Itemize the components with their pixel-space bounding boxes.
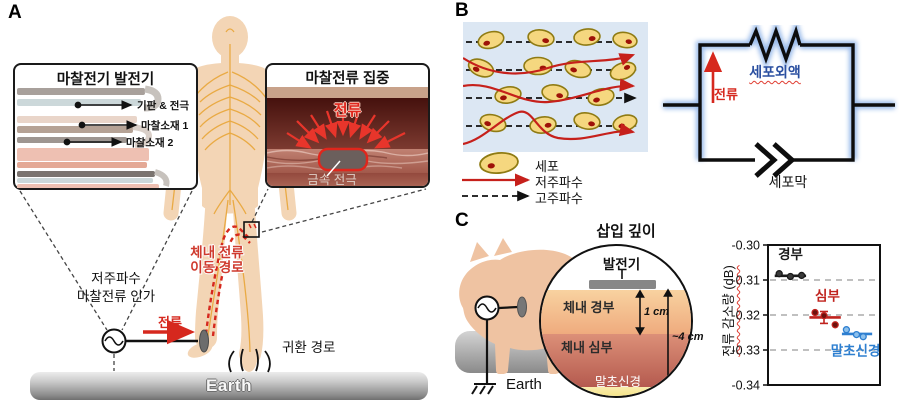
source-label: 저주파수 마찰전류 인가 xyxy=(76,271,156,304)
insertion-depth-title: 삽입 깊이 xyxy=(596,223,656,240)
cell-tissue-box xyxy=(463,22,648,152)
body-current-path-illustration xyxy=(19,16,427,373)
callout-dashed-lines xyxy=(19,188,427,371)
implant-site-box xyxy=(243,221,260,238)
concentration-drawing xyxy=(267,109,428,177)
cells xyxy=(467,28,638,134)
legend-label-cell: 세포 xyxy=(535,159,559,174)
layer-pointer-arrows xyxy=(63,100,138,147)
legend-icons xyxy=(462,151,531,202)
circle-inset-drawing xyxy=(589,269,673,390)
legend-label-high-frequency: 고주파수 xyxy=(535,191,583,206)
implant-current-marks xyxy=(248,223,257,229)
concentration-inset-title: 마찰전류 집중 xyxy=(305,71,390,87)
panel-a-label: A xyxy=(8,2,22,23)
nerve-yellow-layer xyxy=(541,387,691,396)
svg-text:-0.32: -0.32 xyxy=(732,309,761,323)
equivalent-circuit-drawing xyxy=(663,25,895,178)
earth-label: Earth xyxy=(206,376,252,395)
shallow-layer-label: 체내 경부 xyxy=(563,300,615,315)
layer-label-substrate: 기판 & 전극 xyxy=(137,100,190,112)
generator-layers-drawing xyxy=(17,85,170,188)
body-path-label: 체내 전류 이동 경로 xyxy=(190,245,244,275)
ac-source-icon xyxy=(101,328,127,354)
in-body-current-path xyxy=(204,225,251,337)
return-path-label: 귀환 경로 xyxy=(282,340,336,355)
svg-text:말초신경: 말초신경 xyxy=(831,342,881,358)
pig-electrode xyxy=(517,296,527,318)
depth-4cm-label: ~4 cm xyxy=(672,331,704,343)
generator-inset-title: 마찰전기 발전기 xyxy=(56,72,155,88)
concentration-inset-box: 마찰전류 집중 전류 금속 전극 xyxy=(265,63,430,188)
layer-label-material1: 마찰소재 1 xyxy=(141,120,189,132)
deep-tissue-layer xyxy=(541,334,691,387)
concentration-current-label: 전류 xyxy=(333,102,362,119)
panel-b-label: B xyxy=(455,0,469,21)
current-arrow-label: 전류 xyxy=(158,315,182,330)
depth-1cm-label: 1 cm xyxy=(644,306,670,318)
legend-label-low-frequency: 저주파수 xyxy=(535,175,583,190)
cell-membrane-label: 세포막 xyxy=(768,174,808,190)
generator-label: 발전기 xyxy=(602,257,641,272)
ac-source-icon-pig xyxy=(474,295,527,383)
insertion-depth-circle-inset: 발전기 체내 경부 체내 심부 말초신경 1 cm xyxy=(539,244,693,398)
svg-text:-0.31: -0.31 xyxy=(732,274,761,288)
return-path-arcs xyxy=(228,348,271,373)
metal-electrode-label: 금속 전극 xyxy=(307,173,357,187)
circuit-wires xyxy=(663,25,895,178)
svg-text:심부: 심부 xyxy=(815,288,840,303)
extracellular-fluid-label: 세포외액 xyxy=(749,64,801,80)
high-frequency-lines xyxy=(466,36,637,132)
layer-label-material2: 마찰소재 2 xyxy=(126,137,174,149)
skin-band xyxy=(267,87,428,98)
metal-electrode-shape xyxy=(317,147,369,172)
ground-symbol-icon xyxy=(471,383,496,395)
electrode-pointer-line xyxy=(326,160,341,177)
svg-text:-0.33: -0.33 xyxy=(732,344,761,358)
resistor-icon xyxy=(748,25,802,65)
earth-ground-bar: Earth xyxy=(30,372,428,400)
circuit-current-label: 전류 xyxy=(714,87,738,102)
depth-arrows xyxy=(635,288,673,390)
svg-text:-0.34: -0.34 xyxy=(732,379,761,393)
cells-and-currents-drawing xyxy=(463,28,638,146)
peripheral-nerve-label: 말초신경 xyxy=(594,375,641,389)
generator-bar xyxy=(589,280,656,289)
cell-legend-icon xyxy=(479,151,519,175)
earth-label-pig: Earth xyxy=(506,376,542,393)
tissue-bottom-band xyxy=(267,173,428,186)
deep-layer-label: 체내 심부 xyxy=(561,340,613,355)
panel-c-label: C xyxy=(455,210,469,231)
membrane-chevron-icon xyxy=(754,142,796,178)
shallow-tissue-layer xyxy=(541,290,691,334)
converging-current-arrows xyxy=(286,109,406,149)
svg-text:-0.30: -0.30 xyxy=(732,239,761,253)
svg-text:경부: 경부 xyxy=(778,246,803,262)
generator-inset-box: 마찰전기 발전기 기판 & 전극 마찰소재 1 xyxy=(13,63,198,190)
low-frequency-lines xyxy=(463,53,636,146)
ankle-electrode xyxy=(199,329,209,353)
